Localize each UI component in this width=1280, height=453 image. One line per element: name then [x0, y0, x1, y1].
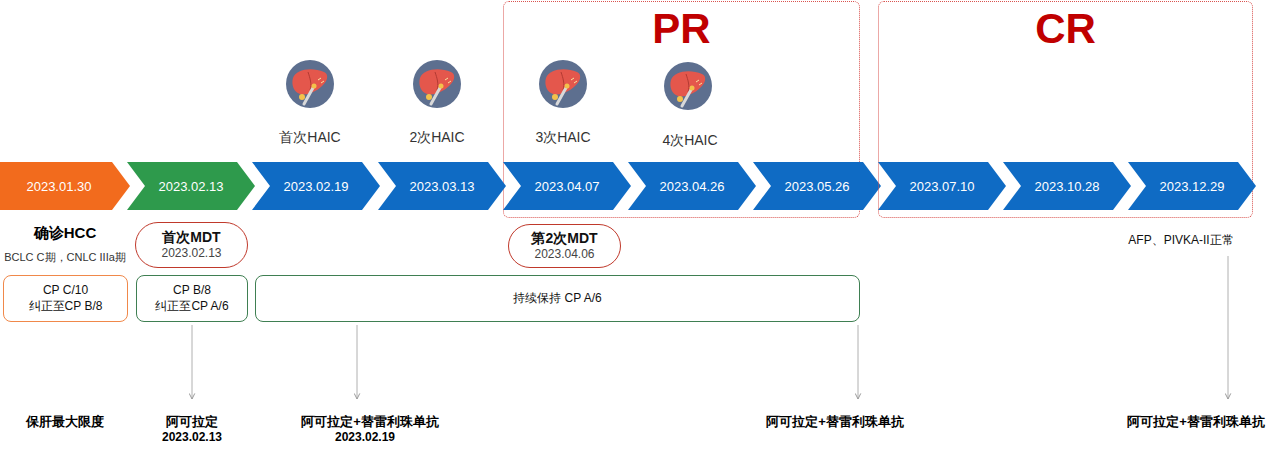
status-box: 持续保持 CP A/6 — [255, 275, 860, 322]
haic-icon — [413, 60, 461, 108]
haic-icon — [286, 60, 334, 108]
timeline-chevron: 2023.02.13 — [127, 162, 255, 210]
status-text: CP C/10 纠正至CP B/8 — [20, 283, 112, 314]
date-label: 2023.02.19 — [283, 179, 348, 194]
status-text: CP B/8 纠正至CP A/6 — [146, 283, 238, 314]
leader-line — [858, 325, 859, 399]
chevron-fill — [378, 162, 506, 210]
date-label: 2023.04.26 — [659, 179, 724, 194]
mdt-title: 首次MDT — [162, 229, 220, 247]
timeline-chevron: 2023.10.28 — [1003, 162, 1131, 210]
timeline-chevron: 2023.12.29 — [1128, 162, 1256, 210]
response-region: PR 2023.04.07 2023.04.26 2023.05.26 — [503, 1, 860, 218]
mdt-date: 2023.02.13 — [161, 246, 221, 261]
haic-label: 2次HAIC — [409, 129, 464, 147]
chevron-fill — [503, 162, 631, 210]
date-label: 2023.04.07 — [534, 179, 599, 194]
date-label: 2023.12.29 — [1159, 179, 1224, 194]
date-label: 2023.03.13 — [409, 179, 474, 194]
timeline-chevron: 2023.07.10 — [878, 162, 1006, 210]
treatment-label: 2023.02.13 — [162, 430, 222, 444]
status-box: CP C/10 纠正至CP B/8 — [3, 275, 128, 322]
chevron-fill — [0, 162, 130, 210]
timeline-chevron: 2023.04.07 — [503, 162, 631, 210]
timeline-chevron: 2023.01.30 — [0, 162, 130, 210]
leader-line — [357, 325, 358, 399]
status-text: 持续保持 CP A/6 — [513, 291, 601, 307]
timeline-chevron: 2023.05.26 — [753, 162, 881, 210]
treatment-label: 保肝最大限度 — [26, 413, 104, 431]
chevron-fill — [252, 162, 380, 210]
treatment-label: 阿可拉定 — [166, 413, 218, 431]
note-label: AFP、PIVKA-II正常 — [1128, 232, 1233, 249]
haic-label: 4次HAIC — [662, 132, 717, 150]
note-label: BCLC C期，CNLC IIIa期 — [4, 250, 126, 265]
mdt-oval: 首次MDT2023.02.13 — [135, 222, 248, 268]
date-label: 2023.07.10 — [909, 179, 974, 194]
date-label: 2023.02.13 — [158, 179, 223, 194]
treatment-label: 2023.02.19 — [335, 430, 395, 444]
chevron-fill — [1003, 162, 1131, 210]
chevron-fill — [753, 162, 881, 210]
timeline-chevron: 2023.03.13 — [378, 162, 506, 210]
timeline-chevron: 2023.04.26 — [628, 162, 756, 210]
leader-line — [1228, 256, 1229, 399]
timeline-chevron: 2023.02.19 — [252, 162, 380, 210]
mdt-oval: 第2次MDT2023.04.06 — [508, 224, 621, 268]
treatment-label: 阿可拉定+替雷利珠单抗 — [766, 413, 904, 431]
status-box: CP B/8 纠正至CP A/6 — [136, 275, 248, 322]
treatment-label: 阿可拉定+替雷利珠单抗 — [1127, 413, 1265, 431]
date-label: 2023.01.30 — [26, 179, 91, 194]
mdt-date: 2023.04.06 — [534, 247, 594, 262]
date-label: 2023.10.28 — [1034, 179, 1099, 194]
date-label: 2023.05.26 — [784, 179, 849, 194]
mdt-title: 第2次MDT — [531, 230, 597, 248]
haic-icon — [539, 60, 587, 108]
response-label: CR — [879, 8, 1252, 50]
leader-line — [192, 325, 193, 399]
response-label: PR — [504, 8, 859, 50]
note-label: 确诊HCC — [34, 224, 97, 243]
haic-label: 首次HAIC — [279, 129, 340, 147]
treatment-label: 阿可拉定+替雷利珠单抗 — [301, 413, 439, 431]
chevron-fill — [1128, 162, 1256, 210]
haic-label: 3次HAIC — [535, 129, 590, 147]
response-region: CR 2023.07.10 2023.10.28 2023.12.29 — [878, 1, 1253, 218]
chevron-fill — [127, 162, 255, 210]
haic-icon — [664, 62, 712, 110]
chevron-fill — [878, 162, 1006, 210]
chevron-fill — [628, 162, 756, 210]
